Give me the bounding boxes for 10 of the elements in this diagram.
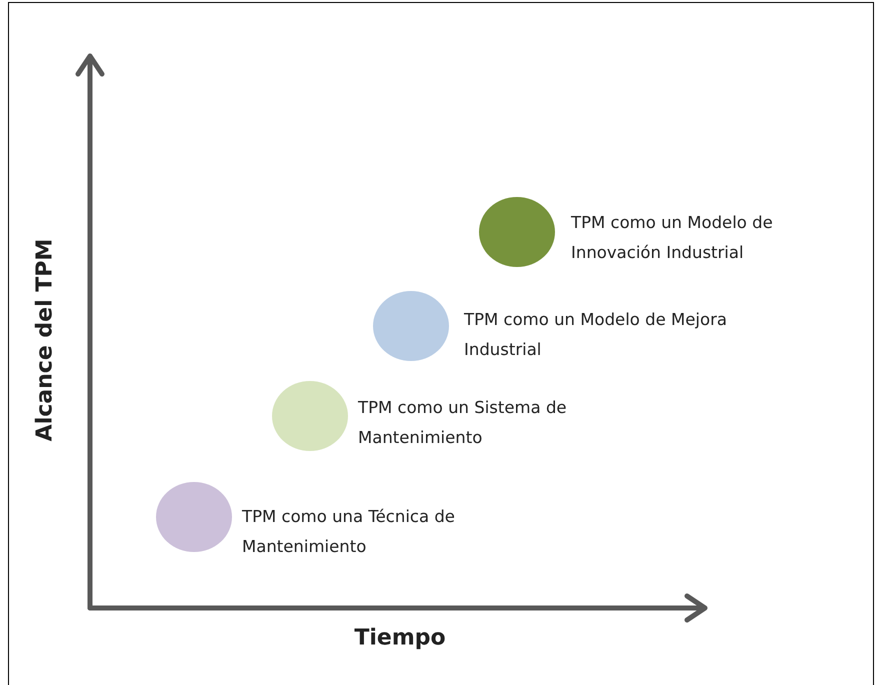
y-axis-title: Alcance del TPM <box>32 238 58 442</box>
stage-circle <box>272 381 348 451</box>
stage-circle <box>479 197 555 267</box>
stage-label: TPM como un Modelo de Mejora Industrial <box>464 309 728 361</box>
x-axis-title: Tiempo <box>354 626 446 650</box>
stage-label: TPM como un Modelo de Innovación Industrial <box>571 212 774 264</box>
stage-circle <box>373 291 449 361</box>
stage-circle <box>156 482 232 552</box>
stage-label: TPM como un Sistema de Mantenimiento <box>358 397 568 449</box>
stage-label: TPM como una Técnica de Mantenimiento <box>242 506 456 558</box>
